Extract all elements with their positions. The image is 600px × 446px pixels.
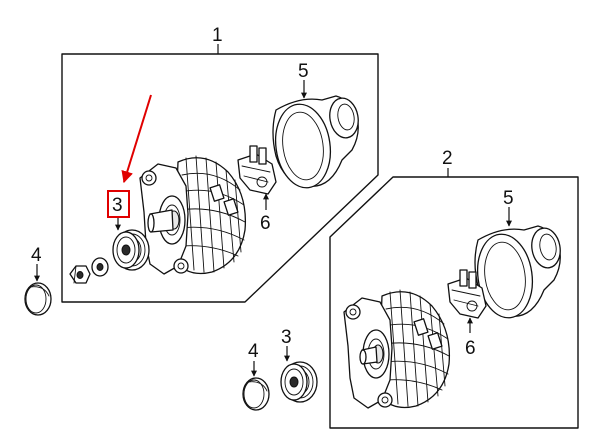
alternator-1 — [139, 155, 247, 275]
callout-6-b: 6 — [465, 338, 476, 359]
regulator-2 — [447, 269, 487, 333]
callout-4-left: 4 — [31, 245, 42, 266]
cover-1 — [272, 80, 359, 189]
alternator-2 — [343, 289, 451, 409]
pulley-1 — [112, 218, 150, 271]
assembly-2-frame — [329, 168, 579, 429]
callout-3-lower: 3 — [281, 327, 292, 348]
pointer-arrow — [121, 94, 152, 184]
cover-2 — [474, 207, 561, 319]
callout-6-a: 6 — [260, 213, 271, 234]
callout-2: 2 — [442, 148, 453, 169]
cap-lower — [242, 361, 270, 411]
washer — [91, 257, 109, 277]
callout-4-lower: 4 — [248, 341, 259, 362]
pulley-2 — [280, 346, 318, 403]
callout-5-b: 5 — [503, 188, 514, 209]
cap-left — [24, 264, 52, 316]
regulator-1 — [237, 145, 277, 210]
callout-5-a: 5 — [298, 61, 309, 82]
assembly-1-frame — [61, 44, 379, 303]
nut — [69, 265, 91, 284]
callout-3-highlighted: 3 — [112, 195, 123, 216]
callout-1: 1 — [212, 25, 223, 46]
highlight-box — [107, 190, 130, 218]
